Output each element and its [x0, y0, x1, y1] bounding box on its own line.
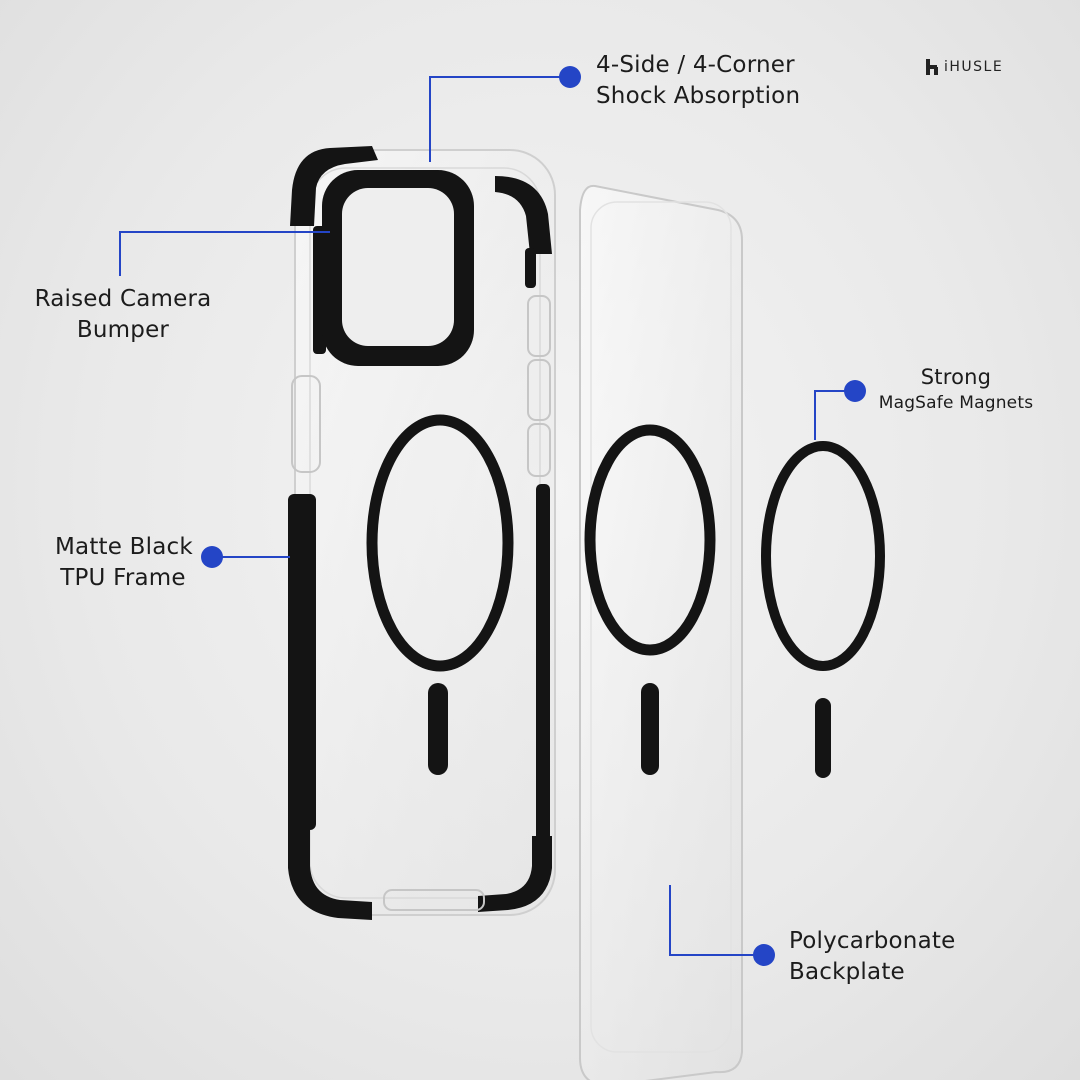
brand-logo-icon	[926, 59, 938, 75]
phone-case	[288, 146, 556, 920]
backplate-inner-edge	[590, 201, 732, 1053]
corner-bumper-top-right	[495, 176, 552, 254]
callout-shock-line1: 4-Side / 4-Corner	[596, 52, 795, 78]
camera-cutout	[342, 188, 454, 346]
callout-shock-line2: Shock Absorption	[596, 83, 801, 109]
case-magsafe-ring	[366, 414, 514, 672]
callout-shock-absorption: 4-Side / 4-Corner Shock Absorption	[596, 50, 800, 112]
callout-line-camera	[119, 231, 330, 276]
callout-dot-frame	[201, 546, 223, 568]
callout-magnets-line2: MagSafe Magnets	[878, 393, 1034, 413]
callout-backplate-line1: Polycarbonate	[789, 928, 956, 954]
callout-camera-line1: Raised Camera	[34, 286, 212, 312]
callout-line-backplate	[669, 885, 764, 956]
frame-rail-right-upper	[525, 248, 536, 288]
brand-logo: iHUSLE	[926, 59, 1003, 75]
magsafe-magnet-ring	[761, 441, 885, 671]
action-button-right	[527, 295, 551, 357]
frame-rail-right	[536, 484, 550, 844]
callout-magsafe-magnets: Strong MagSafe Magnets	[868, 364, 1044, 415]
bottom-port	[383, 889, 485, 911]
callout-camera-bumper: Raised Camera Bumper	[34, 284, 212, 346]
callout-tpu-frame: Matte Black TPU Frame	[55, 532, 193, 594]
callout-backplate-line2: Backplate	[789, 959, 905, 985]
orientation-magnet	[815, 698, 831, 778]
volume-button-left	[291, 375, 321, 473]
callout-camera-line2: Bumper	[76, 317, 170, 343]
corner-bumper-bottom-right	[478, 836, 552, 912]
callout-line-shock	[429, 76, 570, 162]
callout-backplate: Polycarbonate Backplate	[789, 926, 955, 988]
callout-line-magnets	[814, 390, 855, 440]
backplate	[579, 184, 743, 1080]
callout-frame-line1: Matte Black	[55, 534, 193, 560]
callout-dot-magnets	[844, 380, 866, 402]
side-button-right-1	[527, 359, 551, 421]
callout-dot-shock	[559, 66, 581, 88]
side-button-right-2	[527, 423, 551, 477]
corner-bumper-top-left	[290, 146, 378, 226]
magnet-assembly	[761, 441, 885, 778]
backplate-orientation-magnet	[641, 683, 659, 775]
callout-frame-line2: TPU Frame	[60, 565, 186, 591]
brand-name: iHUSLE	[944, 59, 1004, 75]
callout-dot-backplate	[753, 944, 775, 966]
corner-bumper-bottom-left	[288, 820, 372, 920]
case-orientation-magnet	[428, 683, 448, 775]
callout-dots	[201, 66, 866, 966]
backplate-magsafe-ring	[584, 424, 716, 656]
frame-rail-left	[288, 494, 316, 830]
callout-magnets-line1: Strong	[920, 365, 992, 389]
callout-lines	[119, 76, 855, 956]
backplate-shape	[579, 184, 743, 1080]
